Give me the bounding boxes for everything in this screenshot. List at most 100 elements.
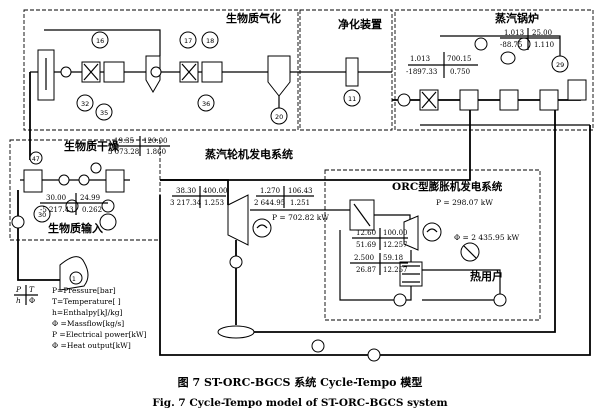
boiler-hx-5 [567, 79, 587, 101]
svg-text:106.43: 106.43 [288, 187, 313, 195]
boiler-hx-1-cross [421, 91, 437, 109]
node-21-label: 11 [348, 95, 356, 103]
svg-text:Φ =Heat output[kW]: Φ =Heat output[kW] [52, 341, 131, 350]
feedwater-return-line [254, 110, 556, 333]
node-39 [11, 215, 25, 229]
gasifier-hx-2-cross [181, 63, 197, 81]
boiler-hx-3 [499, 89, 519, 111]
svg-text:2.500: 2.500 [354, 254, 374, 262]
title-heat-user: 热用户 [470, 269, 503, 283]
svg-text:3 073.28: 3 073.28 [108, 148, 139, 156]
svg-text:12.60: 12.60 [356, 229, 376, 237]
steam-turbine [227, 194, 249, 246]
node-42 [101, 199, 115, 213]
gasifier-cyclone-2 [267, 55, 291, 97]
generator-turbine-symbol [256, 224, 268, 229]
node-32-label: 32 [81, 100, 89, 108]
heat-user-consumer-slash [463, 245, 477, 259]
value-box-boiler-right: 1.013 25.00 -88.75 1.110 [500, 28, 560, 50]
generator-orc [422, 222, 442, 242]
node-35-label: 35 [100, 109, 108, 117]
boiler-top-line [440, 35, 561, 60]
node-47-label: 47 [32, 156, 40, 163]
title-boiler: 蒸汽锅炉 [495, 11, 539, 25]
svg-text:12.257: 12.257 [383, 241, 408, 249]
gasifier-hx-1-cross [83, 63, 99, 81]
svg-text:1.860: 1.860 [146, 148, 166, 156]
dryer-unit [23, 169, 43, 193]
node-26 [367, 348, 381, 362]
svg-text:T=Temperature[ ]: T=Temperature[ ] [52, 297, 121, 306]
value-box-orc-b: 2.500 59.18 26.87 12.257 [350, 253, 408, 275]
node-36-label: 36 [202, 100, 210, 108]
svg-text:1.253: 1.253 [204, 199, 224, 207]
svg-text:h=Enthalpy[kJ/kg]: h=Enthalpy[kJ/kg] [52, 308, 123, 317]
title-drying: 生物质干燥 [64, 139, 120, 153]
svg-text:25.00: 25.00 [532, 29, 552, 37]
node-20-label: 20 [275, 113, 283, 121]
gasifier-reactor [103, 61, 125, 83]
value-box-dryer-left: 30.00 24.99 -5 217.43 0.262 [40, 193, 108, 215]
orc-condenser-coils [402, 265, 420, 283]
dryer-hx [105, 169, 125, 193]
svg-text:h: h [16, 296, 21, 305]
gasifier-reactor-2 [201, 61, 223, 83]
node-47 [29, 151, 43, 165]
boiler-drum [500, 51, 516, 65]
purification-region [299, 9, 393, 131]
value-box-turbine-in: 38.30 400.00 3 217.34 1.253 [170, 186, 228, 208]
svg-text:P: P [15, 285, 22, 294]
orc-evaporator-diag [353, 203, 371, 227]
node-14 [150, 66, 162, 78]
node-40 [58, 174, 70, 186]
node-27 [311, 339, 325, 353]
legend-items: P=Pressure[bar] T=Temperature[ ] h=Entha… [52, 286, 147, 350]
node-30 [33, 205, 51, 223]
orc-power: P = 298.07 kW [436, 198, 493, 207]
caption-cn: 图 7 ST-ORC-BGCS 系统 Cycle-Tempo 模型 [178, 375, 423, 389]
title-purification: 净化装置 [338, 17, 382, 31]
svg-text:51.69: 51.69 [356, 241, 376, 249]
svg-text:P=Pressure[bar]: P=Pressure[bar] [52, 286, 116, 295]
node-13 [60, 66, 72, 78]
value-box-orc-a: 12.60 100.00 51.69 12.257 [352, 228, 408, 250]
svg-text:38.30: 38.30 [176, 187, 196, 195]
svg-text:2 644.95: 2 644.95 [254, 199, 285, 207]
caption-en: Fig. 7 Cycle-Tempo model of ST-ORC-BGCS … [152, 397, 447, 409]
node-34 [69, 271, 83, 285]
svg-text:1.270: 1.270 [260, 187, 280, 195]
svg-text:1.013: 1.013 [410, 55, 430, 63]
svg-text:400.00: 400.00 [203, 187, 228, 195]
svg-text:1.110: 1.110 [534, 41, 554, 49]
node-22 [474, 37, 488, 51]
node-30-label: 30 [38, 211, 46, 219]
svg-text:120.00: 120.00 [143, 137, 168, 145]
orc-expander [403, 215, 419, 251]
node-18-label: 18 [206, 37, 214, 45]
svg-text:24.99: 24.99 [80, 194, 100, 202]
node-32 [76, 94, 94, 112]
turbine-power: P = 702.82 kW [272, 213, 329, 222]
generator-orc-symbol [426, 228, 438, 233]
svg-text:3 217.34: 3 217.34 [170, 199, 202, 207]
heat-output: Φ = 2 435.95 kW [454, 233, 520, 242]
svg-text:-88.75: -88.75 [500, 41, 522, 49]
svg-text:-1897.33: -1897.33 [406, 68, 437, 76]
value-box-turbine-out: 1.270 106.43 2 644.95 1.251 [254, 186, 314, 208]
node-31 [229, 255, 243, 269]
value-box-dryer-top: 19.35 120.00 3 073.28 1.860 [108, 136, 170, 156]
svg-text:19.35: 19.35 [114, 137, 134, 145]
svg-text:0.262: 0.262 [82, 206, 102, 214]
svg-text:-5 217.43: -5 217.43 [40, 206, 74, 214]
svg-text:P =Electrical power[kW]: P =Electrical power[kW] [52, 330, 147, 339]
node-18 [201, 31, 219, 49]
condenser-tank [217, 325, 255, 339]
boiler-hx-4 [539, 89, 559, 111]
node-36b [99, 213, 117, 231]
svg-text:59.18: 59.18 [383, 254, 403, 262]
node-17-label: 17 [184, 37, 192, 45]
node-29-label: 29 [556, 61, 564, 69]
boiler-burner [397, 93, 411, 107]
node-20 [270, 107, 288, 125]
